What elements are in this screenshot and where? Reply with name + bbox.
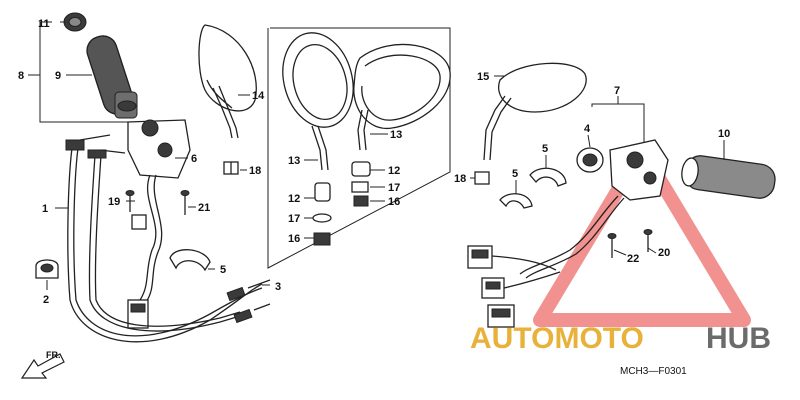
part-label-16-left: 16 bbox=[288, 233, 300, 245]
part-label-11: 11 bbox=[38, 18, 50, 30]
part-label-22: 22 bbox=[627, 253, 639, 265]
diagram-code: MCH3—F0301 bbox=[620, 366, 687, 377]
cable-clamp bbox=[35, 259, 59, 279]
part-label-17-left: 17 bbox=[288, 213, 300, 225]
part-label-19: 19 bbox=[108, 196, 120, 208]
leader-lines bbox=[28, 21, 725, 290]
throttle-grip-assembly bbox=[63, 12, 191, 329]
part-label-13-right: 13 bbox=[390, 129, 402, 141]
front-direction-arrow: FR. bbox=[20, 350, 65, 379]
throttle-cables bbox=[65, 134, 271, 343]
part-label-4: 4 bbox=[584, 123, 591, 135]
center-mirror-left bbox=[282, 32, 354, 246]
watermark-word-2: HUB bbox=[706, 322, 771, 355]
part-label-7: 7 bbox=[614, 85, 620, 97]
part-label-20: 20 bbox=[658, 247, 670, 259]
wire-band-left bbox=[169, 249, 211, 272]
part-label-2: 2 bbox=[43, 294, 49, 306]
part-label-3: 3 bbox=[275, 281, 281, 293]
front-direction-label: FR. bbox=[46, 350, 61, 360]
part-label-14: 14 bbox=[252, 90, 265, 102]
right-grip bbox=[681, 155, 776, 199]
mirror-detail-frame bbox=[267, 27, 451, 269]
part-label-18-right: 18 bbox=[454, 173, 466, 185]
part-label-13-left: 13 bbox=[288, 155, 300, 167]
part-number-labels: 11 8 9 1 2 19 21 6 5 3 14 18 13 12 17 16… bbox=[18, 18, 730, 306]
part-label-17-right: 17 bbox=[388, 182, 400, 194]
watermark-triangle bbox=[533, 143, 751, 327]
part-label-5-right-top: 5 bbox=[542, 143, 548, 155]
watermark-logo: AUTOMOTO HUB bbox=[470, 322, 771, 355]
left-mirror bbox=[198, 24, 257, 175]
part-label-18-left: 18 bbox=[249, 165, 261, 177]
part-label-12-left: 12 bbox=[288, 193, 300, 205]
right-switch-assembly bbox=[467, 139, 669, 328]
part-label-16-right: 16 bbox=[388, 196, 400, 208]
part-label-12-right: 12 bbox=[388, 165, 400, 177]
part-label-8: 8 bbox=[18, 70, 24, 82]
center-mirror-right bbox=[351, 43, 451, 207]
right-mirror bbox=[474, 62, 587, 185]
part-label-15: 15 bbox=[477, 71, 489, 83]
part-label-10: 10 bbox=[718, 128, 730, 140]
part-label-6: 6 bbox=[191, 153, 197, 165]
watermark-word-1: AUTOMOTO bbox=[470, 322, 644, 355]
wire-band-right bbox=[499, 167, 567, 209]
part-label-5-left: 5 bbox=[220, 264, 226, 276]
part-label-9: 9 bbox=[55, 70, 61, 82]
part-label-5-right-low: 5 bbox=[512, 168, 518, 180]
part-label-21: 21 bbox=[198, 202, 210, 214]
part-label-1: 1 bbox=[42, 203, 48, 215]
